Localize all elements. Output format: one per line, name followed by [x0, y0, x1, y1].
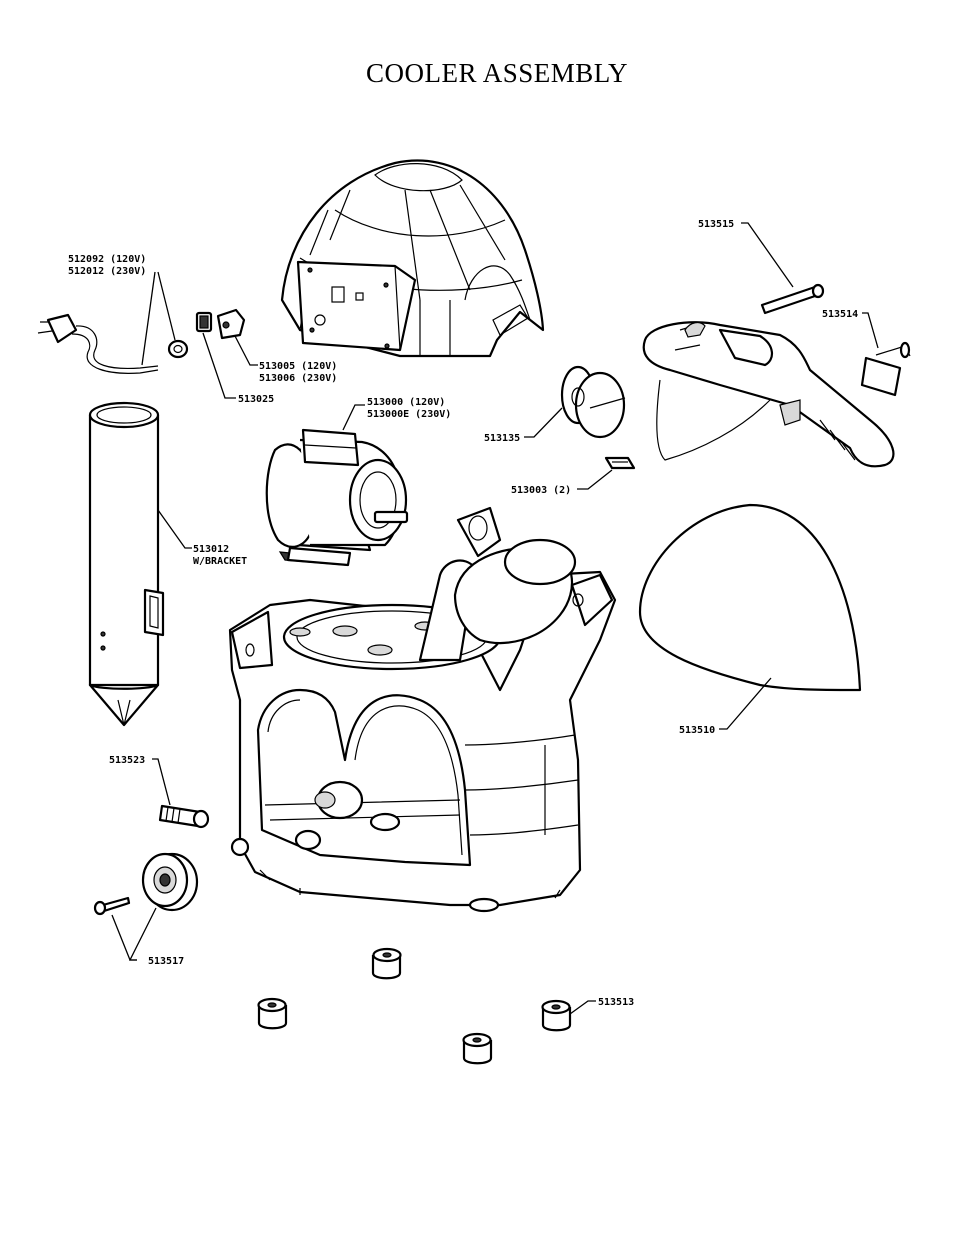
fitting-part — [160, 806, 208, 827]
wheel-bolt — [95, 898, 129, 914]
label-relay-230: 513006 (230V) — [259, 373, 337, 384]
label-cup-dispenser-bracket: W/BRACKET — [193, 556, 247, 567]
hinge-pin — [762, 285, 823, 313]
label-hinge-pin: 513515 — [698, 219, 734, 230]
rubber-foot — [373, 949, 401, 978]
power-cord — [38, 315, 187, 373]
clear-shield — [640, 505, 860, 690]
rubber-foot — [464, 1034, 492, 1063]
blade-part — [606, 458, 634, 468]
label-switch: 513025 — [238, 394, 274, 405]
knob-part — [562, 367, 625, 437]
rocker-switch — [197, 313, 211, 331]
lid-handle — [644, 322, 894, 466]
label-relay-120: 513005 (120V) — [259, 361, 337, 372]
label-motor-230: 513000E (230V) — [367, 409, 451, 420]
cooler-dome-cover — [282, 161, 543, 356]
label-foot: 513513 — [598, 997, 634, 1008]
motor — [267, 430, 407, 565]
label-cup-dispenser: 513012 — [193, 544, 229, 555]
label-shield: 513510 — [679, 725, 715, 736]
label-fitting: 513523 — [109, 755, 145, 766]
latch-part — [862, 343, 910, 395]
label-wheel: 513517 — [148, 956, 184, 967]
cooler-main-body — [230, 508, 615, 911]
rubber-foot — [259, 999, 287, 1028]
label-blade: 513003 (2) — [511, 485, 571, 496]
label-latch: 513514 — [822, 309, 858, 320]
label-knob: 513135 — [484, 433, 520, 444]
cup-dispenser — [90, 403, 163, 725]
wheel-part — [143, 854, 197, 910]
label-motor-120: 513000 (120V) — [367, 397, 445, 408]
label-cord-120: 512092 (120V) — [68, 254, 146, 265]
relay-component — [218, 310, 244, 338]
rubber-foot — [543, 1001, 571, 1030]
label-cord-230: 512012 (230V) — [68, 266, 146, 277]
